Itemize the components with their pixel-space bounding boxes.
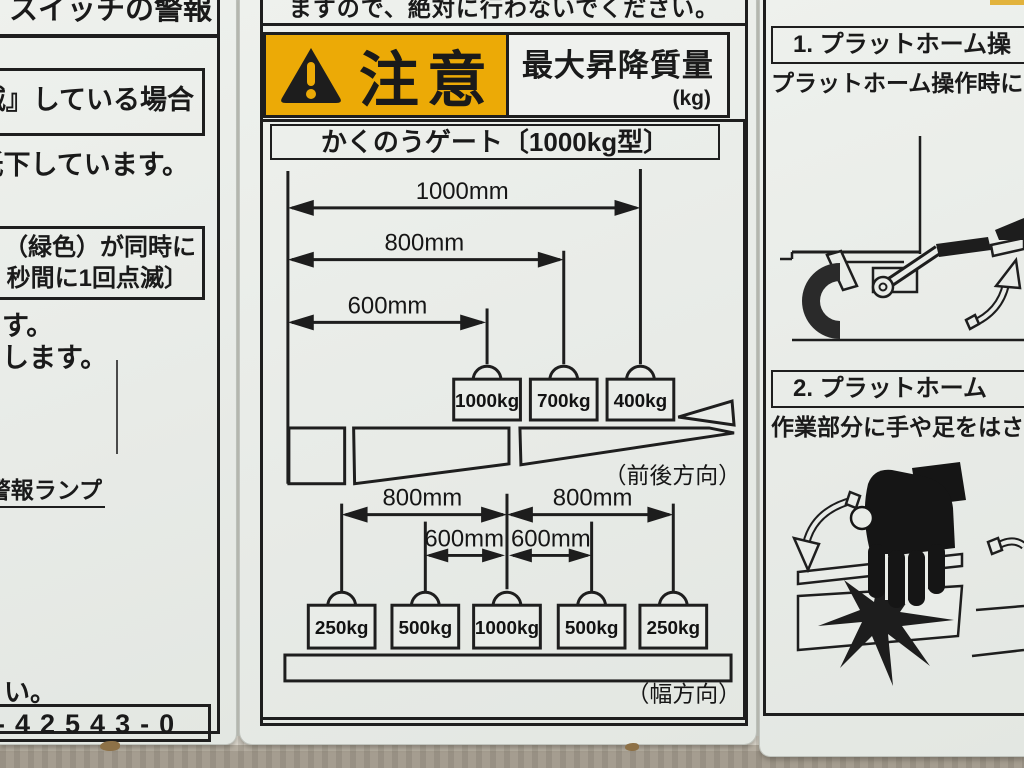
svg-text:500kg: 500kg bbox=[565, 618, 619, 639]
gate-section-2 bbox=[352, 426, 511, 486]
weight-icon-250kg-right: 250kg bbox=[638, 590, 709, 650]
caution-band-remnant bbox=[990, 0, 1024, 5]
svg-text:500kg: 500kg bbox=[399, 618, 453, 639]
heading-rule bbox=[0, 34, 217, 38]
step2-title-box: 2. プラットホーム bbox=[771, 370, 1024, 408]
svg-text:600mm: 600mm bbox=[511, 525, 591, 552]
left-label-heading: スイッチの警報 bbox=[8, 0, 212, 26]
lift-cylinder bbox=[936, 237, 991, 257]
thumb bbox=[849, 505, 875, 531]
label-corner-chip bbox=[100, 741, 120, 751]
front-back-axis-note: （前後方向） bbox=[604, 463, 741, 489]
step2-title: 2. プラットホーム bbox=[793, 375, 987, 402]
caution-header: 注意 bbox=[266, 35, 506, 115]
green-box-line2: 秒間に1回点滅〕 bbox=[6, 265, 188, 292]
svg-text:800mm: 800mm bbox=[384, 230, 464, 257]
tail-lift-illustration bbox=[780, 136, 1024, 342]
step2-text: 作業部分に手や足をはさ bbox=[771, 414, 1024, 440]
rotate-arrow-tail bbox=[964, 313, 981, 331]
svg-text:250kg: 250kg bbox=[315, 618, 369, 639]
pinch-arrow bbox=[791, 490, 862, 574]
left-label-frame bbox=[0, 0, 220, 734]
svg-text:800mm: 800mm bbox=[553, 485, 633, 512]
weight-icon-1000kg-center: 1000kg bbox=[472, 590, 542, 650]
svg-text:1000kg: 1000kg bbox=[475, 618, 539, 639]
caution-band: 注意 最大昇降質量 (kg) bbox=[263, 32, 730, 118]
warning-triangle-icon bbox=[280, 48, 341, 103]
part-number-box: 3-42543-0 bbox=[0, 704, 211, 742]
front-back-diagram: 1000mm 800mm 600mm 1000kg bbox=[286, 169, 741, 489]
lamp-caption: 警報ランプ bbox=[0, 479, 105, 508]
platform-tip bbox=[995, 218, 1024, 240]
load-capacity-diagram: 1000mm 800mm 600mm 1000kg bbox=[283, 169, 741, 707]
svg-text:600mm: 600mm bbox=[424, 525, 504, 552]
platform-bar bbox=[283, 653, 733, 683]
text-fragment-3: い。 bbox=[4, 677, 57, 707]
svg-text:1000mm: 1000mm bbox=[416, 178, 509, 205]
green-box-line1: （緑色）が同時に bbox=[4, 234, 196, 261]
max-capacity-unit: (kg) bbox=[672, 86, 712, 110]
gate-section-3 bbox=[518, 426, 735, 467]
center-caution-label: ますので、絶対に行わないでください。 注意 最大昇降質量 (kg) かくのうゲー… bbox=[240, 0, 756, 744]
top-note: ますので、絶対に行わないでください。 bbox=[263, 0, 745, 26]
weight-icon-500kg-left: 500kg bbox=[390, 590, 461, 650]
wheel bbox=[802, 263, 840, 339]
left-warning-label: スイッチの警報 滅』している場合 低下しています。 （緑色）が同時に 秒間に1回… bbox=[0, 0, 236, 744]
weight-icon-500kg-right: 500kg bbox=[556, 590, 627, 650]
weight-icon-1000kg: 1000kg bbox=[452, 364, 522, 422]
case-box: 滅』している場合 bbox=[0, 68, 205, 136]
weight-icon-700kg: 700kg bbox=[528, 364, 599, 422]
status-line: 低下しています。 bbox=[0, 150, 189, 180]
rotate-arrow-head bbox=[993, 256, 1022, 290]
gate-tip-flag bbox=[677, 399, 736, 427]
svg-text:800mm: 800mm bbox=[383, 485, 463, 512]
green-lamp-box: （緑色）が同時に 秒間に1回点滅〕 bbox=[0, 226, 205, 300]
svg-text:700kg: 700kg bbox=[537, 391, 591, 412]
svg-text:250kg: 250kg bbox=[646, 618, 700, 639]
gate-title: かくのうゲート〔1000kg型〕 bbox=[270, 124, 720, 160]
width-axis-note: （幅方向） bbox=[627, 681, 741, 707]
step1-title-box: 1. プラットホーム操 bbox=[771, 26, 1024, 64]
lamp-leader-line bbox=[116, 360, 118, 454]
step1-title: 1. プラットホーム操 bbox=[793, 31, 1011, 58]
weight-icon-400kg: 400kg bbox=[605, 364, 676, 422]
caution-word: 注意 bbox=[358, 46, 495, 114]
max-capacity-title: 最大昇降質量 bbox=[521, 47, 714, 83]
svg-text:400kg: 400kg bbox=[614, 391, 668, 412]
label-corner-chip-2 bbox=[625, 743, 639, 751]
svg-text:600mm: 600mm bbox=[348, 292, 428, 319]
width-direction-diagram: 800mm 800mm 600mm 600mm bbox=[283, 485, 741, 707]
impact-burst bbox=[818, 568, 954, 686]
svg-text:1000kg: 1000kg bbox=[455, 391, 519, 412]
right-operation-label: 1. プラットホーム操 プラットホーム操作時には 2. bbox=[760, 0, 1024, 756]
diagram-box: かくのうゲート〔1000kg型〕 1000mm 800mm bbox=[260, 119, 746, 720]
adjacent-pictogram-fragment bbox=[971, 536, 1024, 658]
text-fragment-2: します。 bbox=[2, 343, 108, 373]
glove-hand bbox=[849, 462, 966, 608]
lift-link bbox=[989, 236, 1024, 258]
weight-icon-250kg-left: 250kg bbox=[306, 590, 377, 650]
step1-text: プラットホーム操作時には bbox=[771, 70, 1024, 96]
right-label-frame bbox=[763, 0, 1024, 716]
text-fragment-1: す。 bbox=[2, 311, 54, 341]
gate-section-1 bbox=[287, 426, 347, 486]
hand-crush-icon bbox=[791, 462, 1024, 686]
max-capacity-box: 最大昇降質量 (kg) bbox=[505, 35, 727, 115]
part-number: 3-42543-0 bbox=[0, 709, 185, 739]
case-box-text: 滅』している場合 bbox=[0, 85, 194, 115]
